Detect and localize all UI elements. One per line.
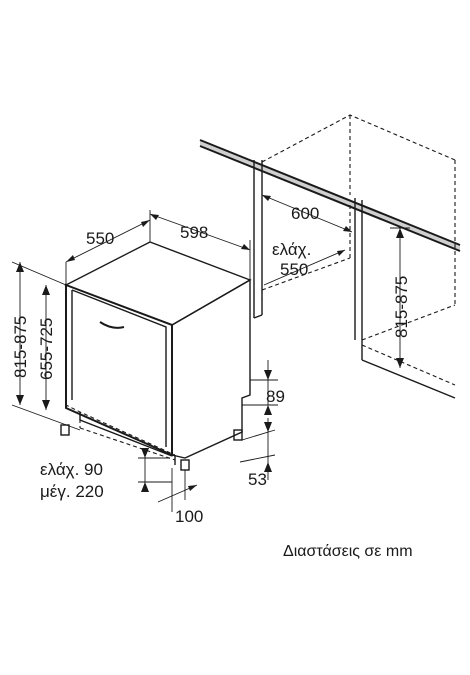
units-caption: Διαστάσεις σε mm [283, 543, 413, 560]
body-height-label: 655-725 [37, 318, 56, 380]
overall-height-label: 815-875 [11, 316, 30, 378]
dishwasher-body [60, 241, 252, 471]
foot-height-label: 53 [248, 470, 267, 489]
dim-body-height: 655-725 [37, 285, 56, 410]
plinth-min-label: ελάχ. 90 [40, 460, 103, 479]
niche-depth-label: 550 [280, 260, 308, 279]
worktop-edge [200, 140, 460, 251]
dim-plinth-range: ελάχ. 90 μέγ. 220 [40, 448, 172, 501]
plinth-depth-label: 100 [175, 507, 203, 526]
side-face [171, 278, 251, 459]
foot-front-right [180, 459, 190, 471]
depth-label: 550 [86, 229, 114, 248]
door-handle [99, 321, 125, 329]
dim-niche-depth: ελάχ. 550 [263, 240, 346, 286]
niche-outline [199, 114, 461, 399]
dim-foot-height: 53 [239, 418, 276, 489]
niche-height-label: 815-875 [392, 276, 411, 338]
dim-niche-width: 600 [261, 194, 353, 233]
dim-plinth-depth: 100 [157, 468, 203, 526]
dim-width: 598 [149, 213, 251, 280]
foot-rear-right [233, 429, 243, 441]
top-face [64, 241, 252, 326]
foot-front-left [60, 424, 70, 436]
dim-depth: 550 [65, 210, 151, 285]
niche-depth-prefix: ελάχ. [272, 240, 311, 259]
width-label: 598 [180, 223, 208, 242]
dim-plinth-height: 89 [242, 360, 285, 415]
plinth-max-label: μέγ. 220 [40, 482, 104, 501]
dim-niche-height: 815-875 [390, 227, 411, 368]
dim-overall-height: 815-875 [11, 261, 81, 431]
plinth-height-label: 89 [266, 387, 285, 406]
niche-width-label: 600 [291, 204, 319, 223]
